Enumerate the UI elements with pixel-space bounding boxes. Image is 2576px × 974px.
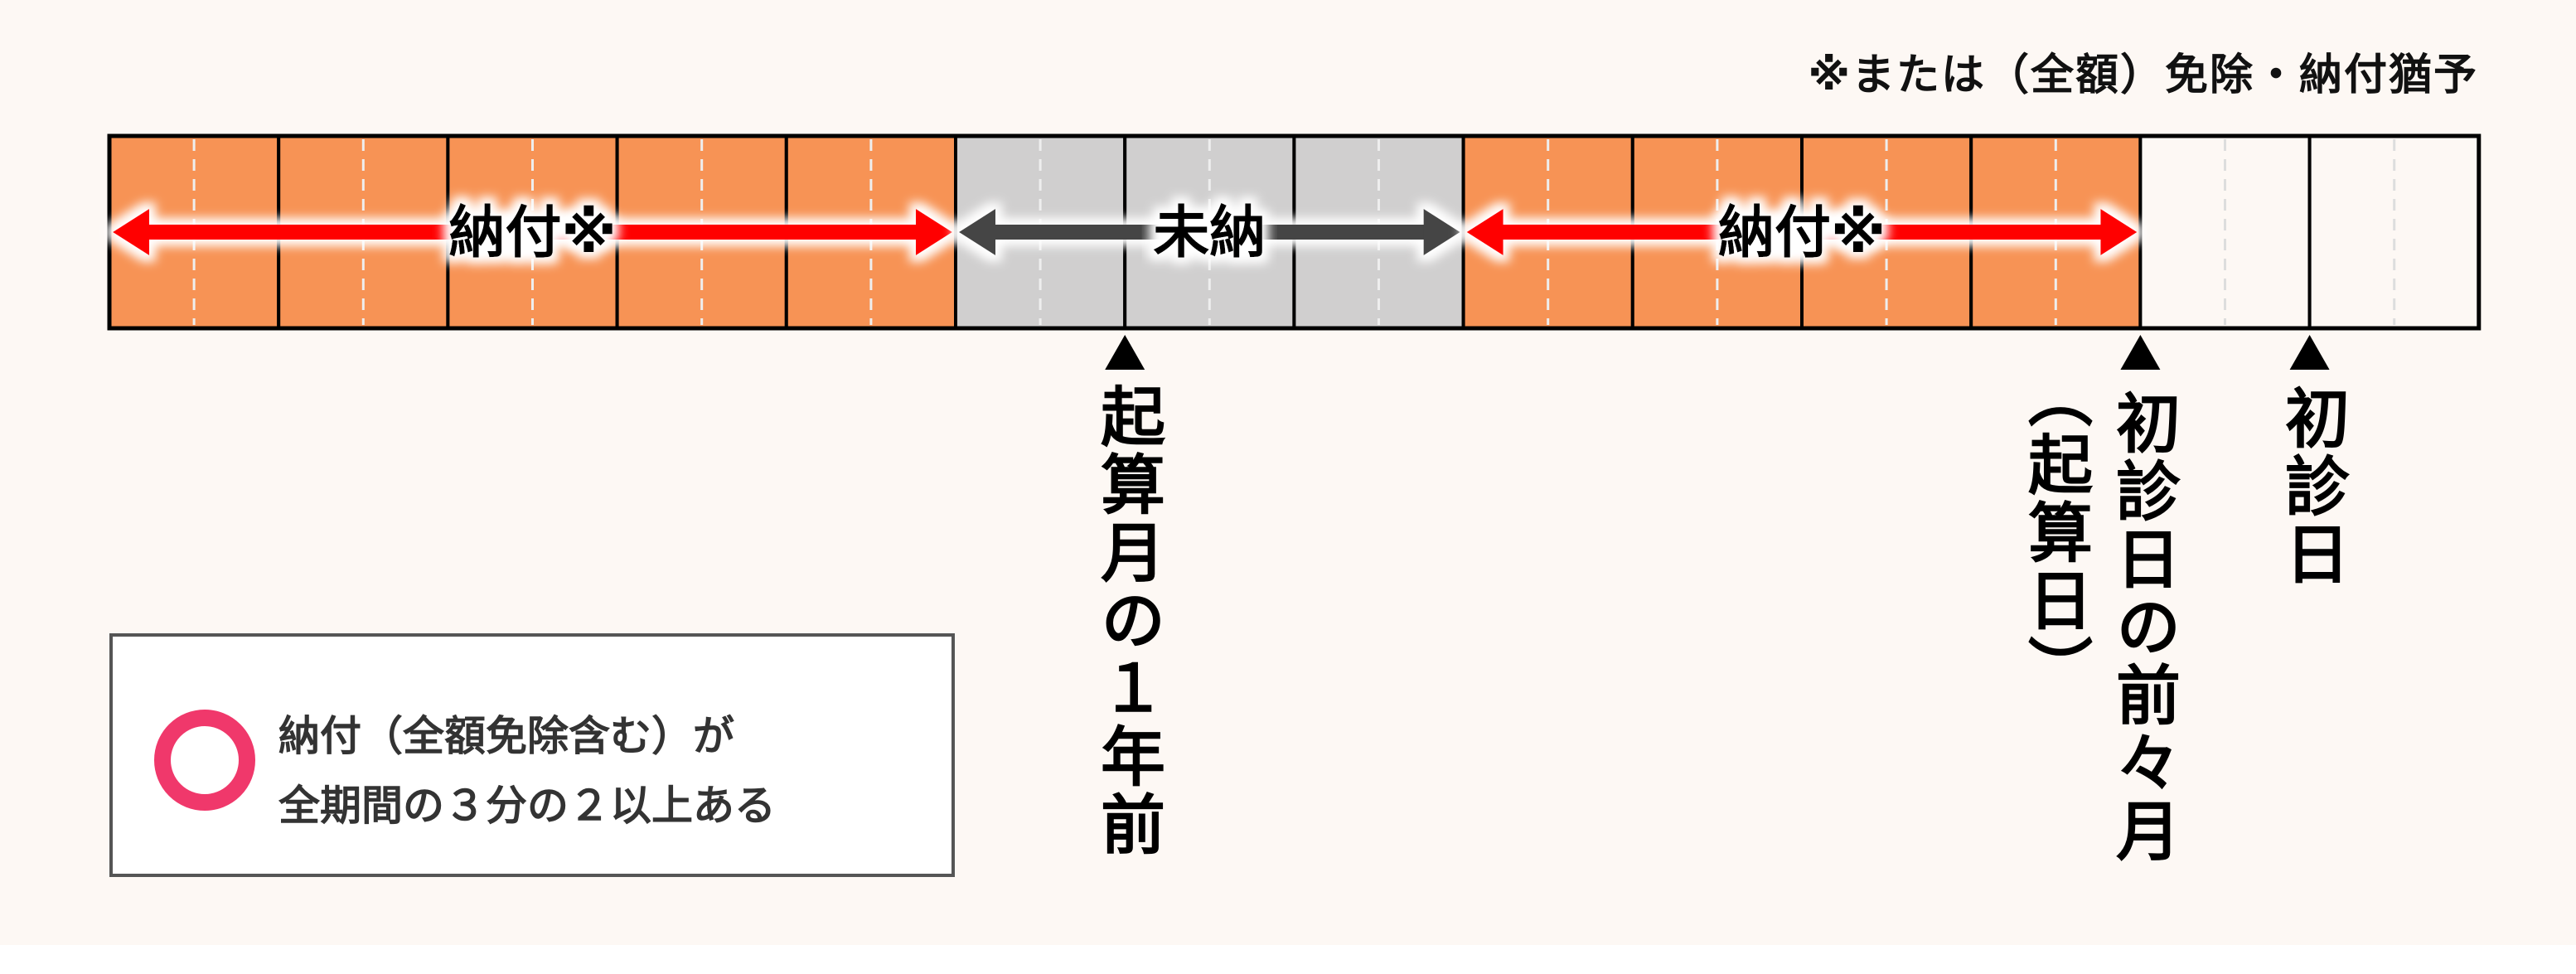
period-label: 納付※ (1718, 201, 1886, 266)
marker-label-first-visit: 初診日 (2274, 385, 2349, 589)
arrow-left-head (959, 209, 995, 255)
period-label: 未納 (1153, 201, 1266, 266)
arrow-right-head (2100, 209, 2138, 255)
triangle-marker-icon (2289, 335, 2330, 370)
arrow-shaft (146, 225, 919, 240)
arrow-shaft (992, 225, 1427, 240)
marker-label-start-month: 起算月の１年前 (1090, 383, 1165, 859)
legend-line-2: 全期間の３分の２以上ある (278, 782, 776, 830)
arrow-right-head (1423, 209, 1460, 255)
circle-icon (154, 710, 255, 811)
double-arrow-paid (1466, 209, 2138, 255)
marker-label-reference-date: （起算日） (2017, 363, 2092, 703)
marker-label-two-months-before: 初診日の前々月 (2105, 390, 2180, 865)
legend-line-1: 納付（全額免除含む）が (278, 712, 734, 760)
double-arrow-paid (113, 209, 952, 255)
arrow-shaft (1499, 225, 2104, 240)
footnote: ※または（全額）免除・納付猶予 (1808, 51, 2478, 100)
timeline-border (107, 133, 2482, 331)
arrow-left-head (113, 209, 149, 255)
legend-box: 納付（全額免除含む）が 全期間の３分の２以上ある (109, 633, 955, 877)
triangle-marker-icon (1105, 335, 1145, 370)
arrow-right-head (916, 209, 952, 255)
double-arrow-unpaid (959, 209, 1460, 255)
period-label: 納付※ (448, 201, 616, 266)
arrow-left-head (1466, 209, 1503, 255)
triangle-marker-icon (2120, 335, 2161, 370)
